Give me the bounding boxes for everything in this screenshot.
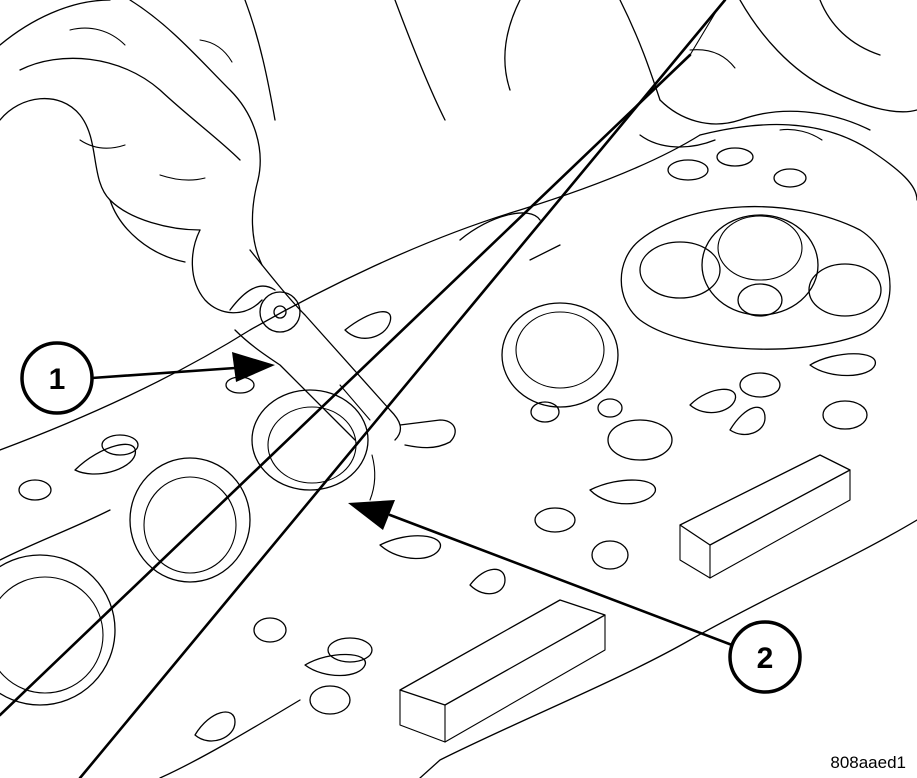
callout-2: 2	[348, 500, 802, 694]
figure-id: 808aaed1	[830, 753, 906, 772]
cylinder-head-surface	[0, 123, 917, 778]
callout-2-arrowhead	[348, 500, 395, 530]
callout-1-arrowhead	[232, 352, 275, 382]
feeler-gauge	[229, 249, 456, 449]
straight-edge	[0, 0, 727, 778]
callout-1: 1	[20, 341, 275, 415]
callout-1-number: 1	[49, 363, 66, 396]
callout-2-number: 2	[757, 642, 774, 675]
hand-illustration	[0, 0, 917, 314]
